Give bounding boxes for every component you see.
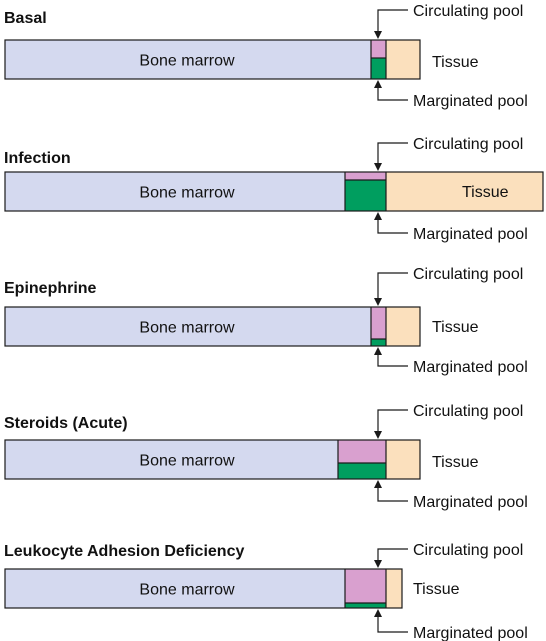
circulating-pool-segment — [371, 307, 386, 339]
circulating-pool-label: Circulating pool — [413, 403, 523, 420]
circulating-pool-callout-line — [377, 272, 408, 300]
panel-title: Infection — [4, 150, 71, 167]
bone-marrow-segment — [5, 307, 371, 346]
circulating-pool-arrow-icon — [374, 560, 382, 568]
circulating-pool-segment — [371, 40, 386, 58]
circulating-pool-label: Circulating pool — [413, 266, 523, 283]
circulating-pool-arrow-icon — [374, 31, 382, 39]
panel-title: Basal — [4, 10, 47, 27]
marginated-pool-callout-line — [377, 615, 408, 633]
marginated-pool-callout-line — [377, 218, 408, 234]
bone-marrow-label: Bone marrow — [139, 582, 235, 599]
bar-outline — [4, 39, 421, 80]
bar-outline — [4, 171, 544, 212]
bone-marrow-segment — [5, 172, 345, 211]
marginated-pool-label: Marginated pool — [413, 226, 528, 243]
bar-outline — [4, 306, 421, 347]
marginated-pool-arrow-icon — [374, 480, 382, 488]
bone-marrow-label: Bone marrow — [139, 320, 235, 337]
marginated-pool-callout-line — [377, 353, 408, 367]
marginated-pool-segment — [371, 58, 386, 79]
marginated-pool-arrow-icon — [374, 609, 382, 617]
marginated-pool-segment — [345, 180, 386, 211]
marginated-pool-arrow-icon — [374, 80, 382, 88]
circulating-pool-label: Circulating pool — [413, 3, 523, 20]
tissue-segment — [386, 172, 543, 211]
circulating-pool-arrow-icon — [374, 431, 382, 439]
bone-marrow-label: Bone marrow — [139, 185, 235, 202]
marginated-pool-label: Marginated pool — [413, 494, 528, 511]
bone-marrow-segment — [5, 40, 371, 79]
marginated-pool-segment — [338, 463, 386, 479]
circulating-pool-label: Circulating pool — [413, 136, 523, 153]
bar-outline — [4, 568, 403, 609]
circulating-pool-callout-line — [377, 9, 408, 33]
tissue-label: Tissue — [432, 319, 479, 336]
panel-title: Steroids (Acute) — [4, 415, 128, 432]
marginated-pool-callout-line — [377, 486, 408, 502]
circulating-pool-arrow-icon — [374, 163, 382, 171]
marginated-pool-segment — [345, 603, 386, 608]
marginated-pool-arrow-icon — [374, 347, 382, 355]
marginated-pool-callout-line — [377, 86, 408, 101]
circulating-pool-callout-line — [377, 142, 408, 165]
tissue-label: Tissue — [432, 54, 479, 71]
circulating-pool-callout-line — [377, 548, 408, 562]
tissue-segment — [386, 440, 420, 479]
marginated-pool-label: Marginated pool — [413, 359, 528, 376]
panel-title: Leukocyte Adhesion Deficiency — [4, 543, 244, 560]
circulating-pool-arrow-icon — [374, 298, 382, 306]
panel-4: Steroids (Acute) Bone marrow Tissue Circula… — [4, 403, 528, 511]
tissue-label: Tissue — [413, 581, 460, 598]
panel-title: Epinephrine — [4, 280, 97, 297]
tissue-label: Tissue — [432, 454, 479, 471]
bone-marrow-label: Bone marrow — [139, 453, 235, 470]
marginated-pool-label: Marginated pool — [413, 93, 528, 110]
bone-marrow-label: Bone marrow — [139, 53, 235, 70]
tissue-segment — [386, 307, 420, 346]
circulating-pool-segment — [338, 440, 386, 463]
bone-marrow-segment — [5, 440, 338, 479]
tissue-segment — [386, 569, 402, 608]
marginated-pool-segment — [371, 339, 386, 346]
circulating-pool-segment — [345, 172, 386, 180]
circulating-pool-label: Circulating pool — [413, 542, 523, 559]
circulating-pool-segment — [345, 569, 386, 603]
tissue-segment — [386, 40, 420, 79]
marginated-pool-arrow-icon — [374, 212, 382, 220]
bone-marrow-segment — [5, 569, 345, 608]
tissue-label: Tissue — [462, 184, 509, 201]
bar-outline — [4, 439, 421, 480]
circulating-pool-callout-line — [377, 409, 408, 433]
marginated-pool-label: Marginated pool — [413, 625, 528, 641]
